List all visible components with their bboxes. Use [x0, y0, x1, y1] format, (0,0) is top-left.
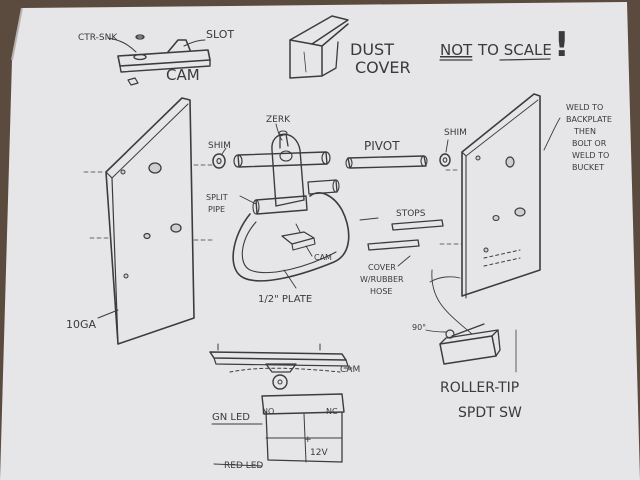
weld-note-4: BOLT OR	[572, 139, 607, 148]
left-plate-sketch	[83, 97, 215, 345]
ten-gauge-label: 10GA	[66, 318, 97, 331]
center-assembly-sketch	[212, 123, 350, 289]
pivot-label: PIVOT	[364, 139, 400, 153]
green-led-label: GN LED	[212, 412, 250, 423]
shim-left-label: SHIM	[208, 141, 231, 151]
red-led-label: RED LED	[224, 461, 263, 471]
not-label: NOT	[440, 41, 473, 59]
dust-cover-label-1: DUST	[350, 40, 394, 59]
slot-label: SLOT	[206, 28, 234, 41]
paper-edge-shadow	[11, 7, 23, 61]
half-inch-plate-label: 1/2" PLATE	[258, 294, 312, 305]
weld-note-1: WELD TO	[566, 103, 603, 112]
stops-label: STOPS	[396, 209, 426, 219]
weld-note-5: WELD TO	[572, 151, 609, 160]
weld-note-6: BUCKET	[572, 163, 604, 172]
cover-leader	[397, 255, 411, 267]
dust-cover-sketch	[289, 15, 349, 79]
to-scale-label: TO SCALE	[477, 41, 552, 59]
roller-tip-label: ROLLER-TIP	[440, 380, 519, 396]
cover-label-2: W/RUBBER	[360, 275, 404, 284]
wiring-cam-label: CAM	[340, 365, 360, 375]
cover-label-1: COVER	[368, 263, 396, 272]
pivot-pin-sketch	[345, 155, 428, 169]
weld-note-3: THEN	[573, 127, 596, 136]
ctr-sink-label: CTR-SNK	[78, 33, 118, 43]
plus-sign: +	[304, 435, 312, 445]
cam-detail-label: CAM	[166, 66, 200, 84]
right-plate-sketch	[429, 93, 561, 335]
split-label: SPLIT	[206, 193, 228, 202]
cam-detail-sketch	[107, 34, 211, 86]
weld-note-2: BACKPLATE	[566, 115, 612, 124]
pipe-label: PIPE	[208, 205, 225, 214]
ninety-degree-label: 90°	[412, 323, 426, 332]
scale-underline	[499, 58, 551, 61]
cover-label-3: HOSE	[370, 287, 392, 296]
stops-sketch	[359, 217, 444, 251]
nc-contact-label: NC	[326, 407, 338, 416]
exclamation-mark: !	[554, 25, 570, 65]
roller-switch-sketch	[425, 323, 517, 373]
zerk-label: ZERK	[266, 115, 291, 125]
no-contact-label: NO	[262, 407, 274, 416]
dust-cover-label-2: COVER	[355, 58, 411, 77]
center-cam-label: CAM	[314, 253, 332, 262]
wiring-detail-sketch	[209, 343, 353, 467]
shim-right-label: SHIM	[444, 128, 467, 138]
spdt-switch-label: SPDT SW	[458, 405, 522, 421]
twelve-volt-label: 12V	[310, 448, 328, 458]
